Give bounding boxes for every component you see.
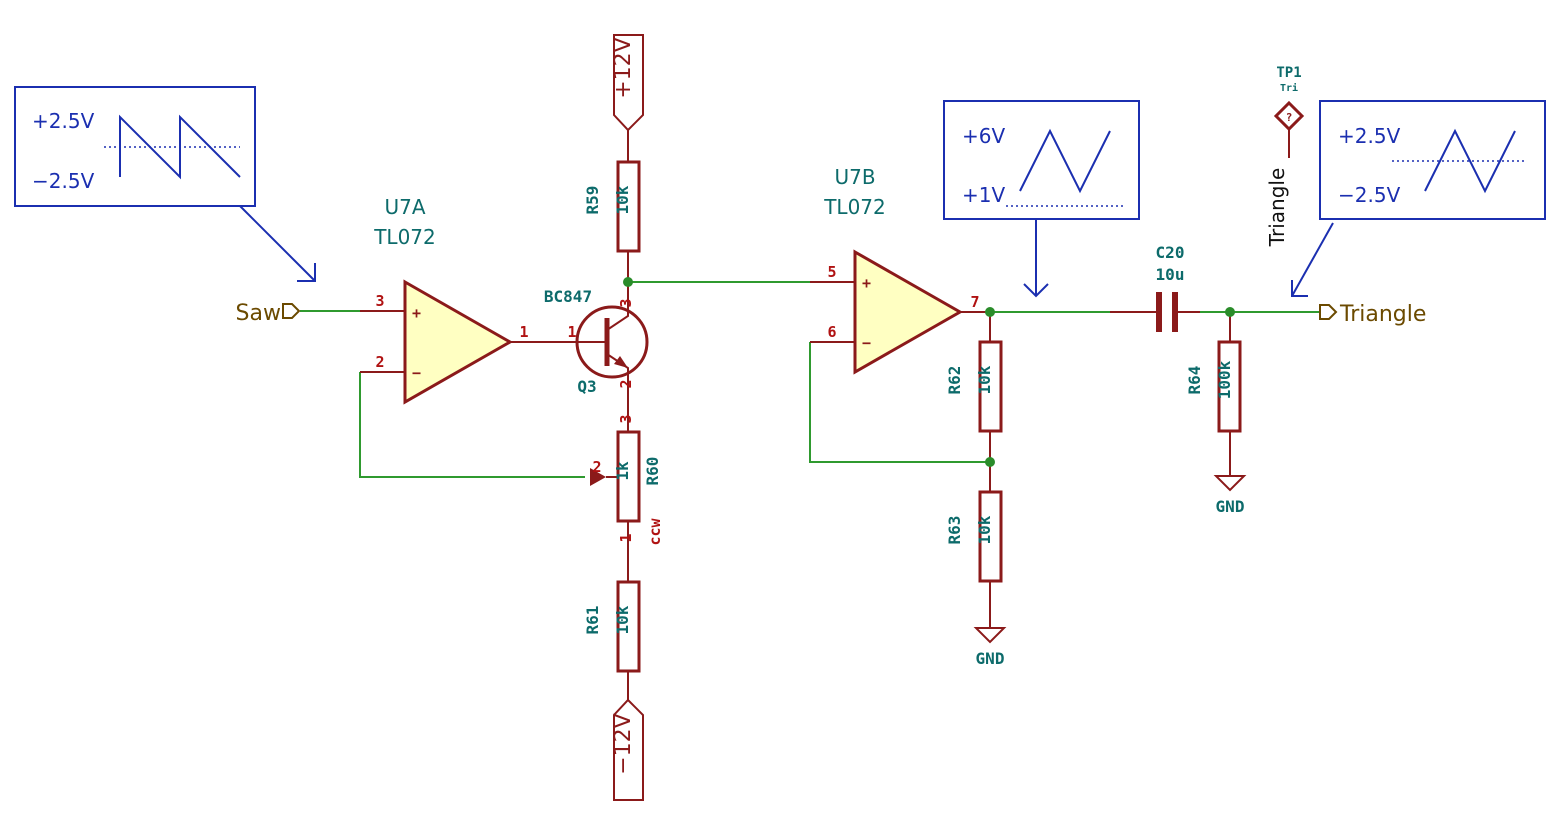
resistor-r64[interactable]: 100k R64 [1185,312,1242,476]
u7a-value: TL072 [373,225,436,249]
r61-reference: R61 [583,606,602,635]
saw-note-bottom: −2.5V [32,169,95,193]
r63-reference: R63 [945,516,964,545]
u7a-pin-3: 3 [375,292,384,310]
u7b-pin-5: 5 [827,263,836,281]
u7a-minus-symbol: − [412,364,421,382]
opamp-u7a[interactable]: + − 3 2 1 U7A TL072 [360,195,535,405]
u7b-pin-7: 7 [970,293,979,311]
tp1-unknown-symbol: ? [1286,111,1293,124]
test-point-tp1[interactable]: ? TP1 Tri Triangle [1265,65,1305,248]
r59-reference: R59 [583,186,602,215]
net-label-triangle-text: Triangle [1339,302,1426,327]
u7b-minus-symbol: − [862,334,871,352]
r63-value: 10k [975,515,994,544]
u7b-reference: U7B [834,165,875,189]
tri-note-top: +2.5V [1338,124,1401,148]
r60-ccw-label: ccw [646,517,664,545]
r60-value: 1k [613,461,632,481]
power-pos-12v[interactable]: +12V [611,34,644,162]
transistor-q3[interactable]: 1 3 2 BC847 Q3 [535,282,649,432]
c20-reference: C20 [1156,243,1185,262]
tp1-value: Tri [1280,82,1298,94]
c20-value: 10u [1156,265,1185,284]
u7a-pin-1: 1 [519,323,528,341]
u7a-reference: U7A [384,195,425,219]
net-label-saw-text: Saw [236,301,281,326]
q3-pin-1: 1 [567,323,576,341]
saw-note-top: +2.5V [32,109,95,133]
ground-symbol-1[interactable]: GND [973,627,1007,668]
q3-pin-3: 3 [617,298,635,307]
gnd-2-label: GND [1216,497,1245,516]
r60-pin-2: 2 [592,458,601,476]
resistor-r61[interactable]: 10k R61 [583,580,641,700]
r61-value: 10k [613,605,632,634]
r64-value: 100k [1215,360,1234,399]
ground-symbol-2[interactable]: GND [1213,475,1247,516]
power-pos-label: +12V [611,37,636,98]
resistor-r63[interactable]: 10k R63 [945,462,1003,628]
r64-reference: R64 [1185,366,1204,395]
r59-value: 10k [613,185,632,214]
opamp-u7b[interactable]: + − 5 6 7 U7B TL072 [810,165,990,375]
resistor-r59[interactable]: 10k R59 [583,160,641,282]
tp1-reference: TP1 [1276,65,1301,81]
net-label-triangle[interactable]: Triangle [1319,302,1426,327]
q3-reference: Q3 [577,377,596,396]
resistor-r62[interactable]: 10k R62 [945,312,1003,462]
tri-note-bottom: −2.5V [1338,183,1401,207]
tp1-net-label: Triangle [1265,168,1289,248]
r60-pin-1: 1 [617,533,635,542]
u7b-pin-6: 6 [827,323,836,341]
r62-value: 10k [975,365,994,394]
q3-pin-2: 2 [617,379,635,388]
r60-pin-3: 3 [617,414,635,423]
u7a-pin-2: 2 [375,353,384,371]
q3-value: BC847 [544,287,592,306]
gnd-1-label: GND [976,649,1005,668]
annotation-offset-triangle: +6V +1V [943,100,1140,298]
annotation-output-triangle: +2.5V −2.5V [1291,100,1546,297]
potentiometer-r60[interactable]: 1k R60 3 2 1 ccw [590,414,664,582]
u7b-plus-symbol: + [862,274,871,292]
u7a-plus-symbol: + [412,304,421,322]
annotation-sawtooth: +2.5V −2.5V [14,86,316,282]
power-neg-label: −12V [611,713,636,774]
mid-note-top: +6V [962,124,1005,148]
net-label-saw[interactable]: Saw [236,301,301,326]
r62-reference: R62 [945,366,964,395]
power-neg-12v[interactable]: −12V [611,698,644,801]
u7b-value: TL072 [823,195,886,219]
r60-reference: R60 [643,457,662,486]
capacitor-c20[interactable]: C20 10u [1110,243,1200,332]
junction-dots [623,277,1235,467]
mid-note-bottom: +1V [962,183,1005,207]
